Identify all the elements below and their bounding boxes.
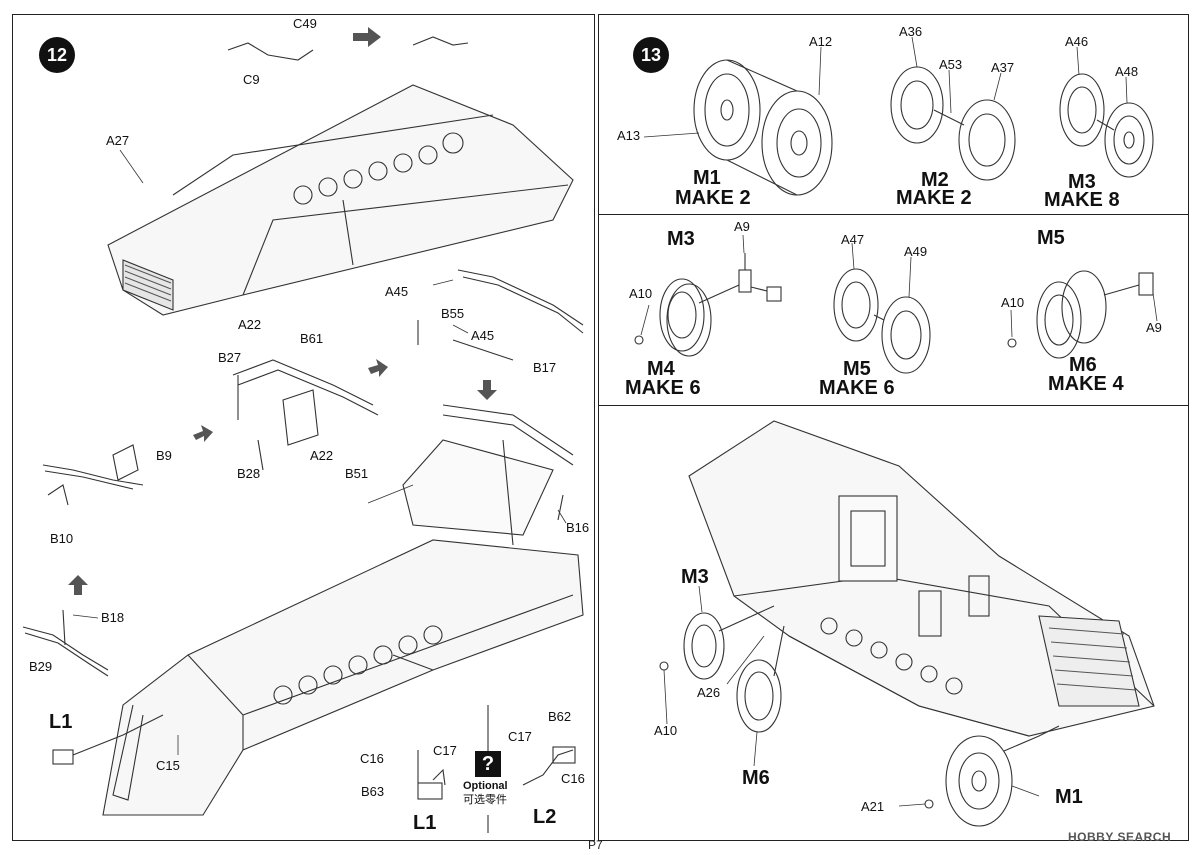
label-a47: A47 bbox=[841, 232, 865, 247]
label-a45-top: A45 bbox=[385, 284, 409, 299]
label-a37: A37 bbox=[991, 60, 1015, 75]
label-b63: B63 bbox=[361, 784, 385, 799]
label-b10: B10 bbox=[50, 531, 74, 546]
watermark: HOBBY SEARCH bbox=[1068, 830, 1172, 844]
label-m6-assembly: M6 bbox=[742, 767, 770, 789]
label-m5-make: MAKE 6 bbox=[819, 377, 895, 399]
step-13-badge: 13 bbox=[633, 37, 669, 73]
label-a36: A36 bbox=[899, 24, 923, 39]
label-b16: B16 bbox=[566, 520, 590, 535]
label-a45-mid: A45 bbox=[471, 328, 495, 343]
label-l1-right: L1 bbox=[413, 812, 437, 834]
label-a22-bot: A22 bbox=[310, 448, 334, 463]
label-m4: M4 bbox=[647, 358, 675, 380]
label-b17: B17 bbox=[533, 360, 557, 375]
label-m3-top: M3 bbox=[1068, 171, 1096, 193]
label-c17-a: C17 bbox=[433, 743, 457, 758]
optional-label: Optional bbox=[463, 780, 508, 792]
label-c49: C49 bbox=[293, 16, 317, 31]
label-m6: M6 bbox=[1069, 354, 1097, 376]
label-a12: A12 bbox=[809, 34, 833, 49]
label-m3-make: MAKE 8 bbox=[1044, 189, 1120, 211]
optional-label-cn: 可选零件 bbox=[463, 794, 507, 806]
label-b28: B28 bbox=[237, 466, 261, 481]
optional-icon: ? bbox=[475, 751, 501, 777]
step-13-wheels-drawing bbox=[643, 36, 1154, 196]
label-c17-b: C17 bbox=[508, 729, 532, 744]
label-a10-assembly: A10 bbox=[654, 723, 678, 738]
label-a53: A53 bbox=[939, 57, 963, 72]
step-12-panel: 12 C49 C9 A27 A45 B55 A45 B17 A22 B61 B2… bbox=[12, 14, 595, 841]
label-m5-title: M5 bbox=[1037, 227, 1065, 249]
label-c9: C9 bbox=[243, 72, 260, 87]
label-m3-mid: M3 bbox=[667, 228, 695, 250]
sub-wheels-drawing bbox=[634, 234, 1158, 374]
label-m5: M5 bbox=[843, 358, 871, 380]
label-m3-assembly: M3 bbox=[681, 566, 709, 588]
label-a9-right: A9 bbox=[1146, 320, 1162, 335]
label-a48: A48 bbox=[1115, 64, 1139, 79]
label-a10-right: A10 bbox=[1001, 295, 1025, 310]
step-12-badge: 12 bbox=[39, 37, 75, 73]
label-b62: B62 bbox=[548, 709, 572, 724]
step-13-wheels-panel: 13 A12 A13 A36 A53 A37 A46 A48 M1 MAKE 2… bbox=[598, 14, 1189, 215]
label-b51: B51 bbox=[345, 466, 369, 481]
label-l1-left: L1 bbox=[49, 711, 73, 733]
label-c15: C15 bbox=[156, 758, 180, 773]
label-m6-make: MAKE 4 bbox=[1048, 373, 1124, 395]
label-b9: B9 bbox=[156, 448, 172, 463]
label-a13: A13 bbox=[617, 128, 641, 143]
page-number: P7 bbox=[588, 838, 603, 852]
label-a26: A26 bbox=[697, 685, 721, 700]
label-m4-make: MAKE 6 bbox=[625, 377, 701, 399]
label-c16-a: C16 bbox=[360, 751, 384, 766]
label-b29: B29 bbox=[29, 659, 53, 674]
label-b55: B55 bbox=[441, 306, 465, 321]
label-c16-b: C16 bbox=[561, 771, 585, 786]
label-a46: A46 bbox=[1065, 34, 1089, 49]
label-m2-make: MAKE 2 bbox=[896, 187, 972, 209]
label-m1: M1 bbox=[693, 167, 721, 189]
step-13-sub-wheels-panel: M3 A9 A10 M4 MAKE 6 A47 A49 M5 M5 MAKE 6… bbox=[598, 214, 1189, 406]
step-13-assembly-panel: M3 A26 A10 M6 A21 M1 bbox=[598, 405, 1189, 841]
label-m1-make: MAKE 2 bbox=[675, 187, 751, 209]
label-a10-left: A10 bbox=[629, 286, 653, 301]
label-a9-left: A9 bbox=[734, 219, 750, 234]
label-a21: A21 bbox=[861, 799, 885, 814]
label-l2: L2 bbox=[533, 806, 557, 828]
label-m2: M2 bbox=[921, 169, 949, 191]
label-b61: B61 bbox=[300, 331, 324, 346]
label-a27: A27 bbox=[106, 133, 130, 148]
step-12-drawing bbox=[22, 27, 584, 833]
label-a49: A49 bbox=[904, 244, 928, 259]
label-b27: B27 bbox=[218, 350, 242, 365]
assembly-drawing bbox=[659, 420, 1155, 827]
label-m1-assembly: M1 bbox=[1055, 786, 1083, 808]
label-b18: B18 bbox=[101, 610, 125, 625]
label-a22-top: A22 bbox=[238, 317, 262, 332]
